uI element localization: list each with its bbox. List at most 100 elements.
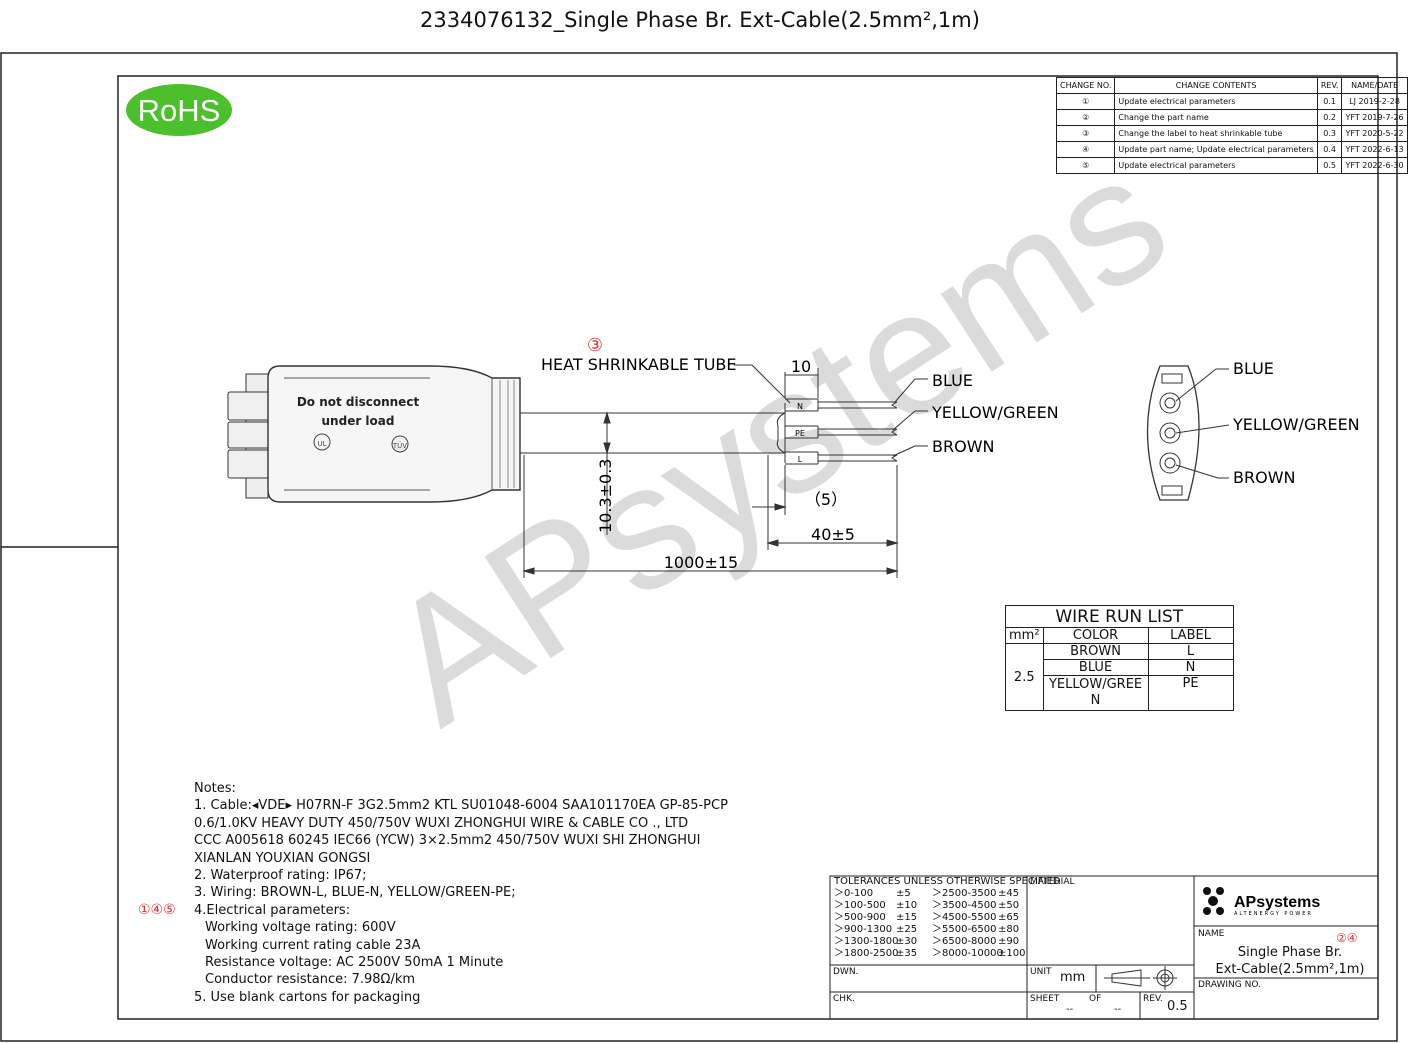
change-table-header: CHANGE NO. CHANGE CONTENTS REV. NAME/DAT… bbox=[1055, 77, 1408, 94]
tolerance-cell: ＞500-900 bbox=[834, 912, 886, 923]
header-change-contents: CHANGE CONTENTS bbox=[1114, 77, 1318, 94]
tolerance-cell: ±25 bbox=[896, 924, 918, 935]
sheet-value: -- bbox=[1066, 1004, 1074, 1015]
wire-run-list: WIRE RUN LIST mm² COLOR LABEL 2.5 BROWN … bbox=[1005, 605, 1234, 711]
change-rev: 0.2 bbox=[1316, 109, 1343, 126]
tolerance-cell: ＞6500-8000 bbox=[932, 936, 997, 947]
tolerances: TOLERANCES UNLESS OTHERWISE SPECIFIED ＞0… bbox=[834, 876, 1061, 960]
pin-label-brown: BROWN bbox=[1233, 468, 1295, 487]
wire-label: N bbox=[1147, 659, 1234, 676]
tolerance-cell: ±5 bbox=[896, 888, 911, 899]
tolerance-cell: ＞100-500 bbox=[834, 900, 886, 911]
svg-text:TÜV: TÜV bbox=[392, 441, 407, 450]
change-content: Change the part name bbox=[1114, 109, 1318, 126]
change-marker-3: ③ bbox=[587, 335, 603, 356]
table-row: ① Update electrical parameters 0.1 LJ 20… bbox=[1055, 93, 1408, 110]
notes-line: Working current rating cable 23A bbox=[205, 937, 421, 953]
tolerance-cell: ＞3500-4500 bbox=[932, 900, 997, 911]
wire-label: PE bbox=[1147, 675, 1234, 711]
rev-label: REV. bbox=[1143, 994, 1163, 1004]
of-label: OF bbox=[1089, 994, 1102, 1004]
header-mm2: mm² bbox=[1005, 627, 1044, 644]
notes-line: 5. Use blank cartons for packaging bbox=[194, 989, 421, 1005]
change-no: ④ bbox=[1055, 141, 1116, 158]
notes-heading: Notes: bbox=[194, 781, 236, 796]
connector-front-view bbox=[1146, 365, 1230, 501]
notes-line: 4.Electrical parameters: bbox=[194, 902, 351, 918]
table-row: ⑤ Update electrical parameters 0.5 YFT 2… bbox=[1055, 157, 1408, 174]
apsystems-logo bbox=[1203, 887, 1224, 915]
chk-label: CHK. bbox=[833, 994, 855, 1004]
change-content: Update electrical parameters bbox=[1114, 157, 1318, 174]
change-no: ⑤ bbox=[1055, 157, 1116, 174]
notes-line: Conductor resistance: 7.98Ω/km bbox=[205, 972, 416, 988]
projection-symbol bbox=[1104, 966, 1177, 990]
tolerance-row: ＞500-900 ±15 ＞4500-5500±65 bbox=[834, 912, 1061, 924]
header-color: COLOR bbox=[1042, 627, 1149, 644]
company-sub: ALTENERGY POWER bbox=[1234, 911, 1313, 917]
change-date: YFT 2022-6-30 bbox=[1341, 157, 1408, 174]
rohs-logo-text: RoHS bbox=[138, 93, 221, 128]
company-name: APsystems bbox=[1234, 894, 1320, 911]
tolerance-cell: ＞8000-10000 bbox=[932, 948, 1003, 959]
dim-5: （5） bbox=[805, 490, 847, 509]
tolerance-cell: ±65 bbox=[998, 912, 1020, 923]
change-rev: 0.4 bbox=[1316, 141, 1343, 158]
wire-label-brown: BROWN bbox=[932, 437, 994, 456]
sheet-label: SHEET bbox=[1030, 994, 1060, 1004]
title-block-frame bbox=[829, 875, 1379, 1020]
wire-label-blue: BLUE bbox=[932, 371, 973, 390]
notes-line: 3. Wiring: BROWN-L, BLUE-N, YELLOW/GREEN… bbox=[194, 885, 516, 901]
tolerance-cell: ＞2500-3500 bbox=[932, 888, 997, 899]
tolerance-cell: ＞5500-6500 bbox=[932, 924, 997, 935]
notes-line: CCC A005618 60245 IEC66 (YCW) 3×2.5mm2 4… bbox=[194, 833, 701, 849]
change-date: YFT 2019-7-26 bbox=[1341, 109, 1408, 126]
pin-label-yellow-green: YELLOW/GREEN bbox=[1232, 415, 1360, 434]
page-title: 2334076132_Single Phase Br. Ext-Cable(2.… bbox=[420, 8, 980, 32]
header-change-no: CHANGE NO. bbox=[1055, 77, 1116, 94]
svg-text:UL: UL bbox=[317, 440, 326, 448]
of-value: -- bbox=[1114, 1004, 1122, 1015]
tolerance-cell: ＞4500-5500 bbox=[932, 912, 997, 923]
name-marker: ②④ bbox=[1336, 931, 1358, 945]
change-content: Update part name; Update electrical para… bbox=[1114, 141, 1318, 158]
wire-color: BLUE bbox=[1042, 659, 1149, 676]
wire-color: BROWN bbox=[1042, 643, 1149, 660]
header-rev: REV. bbox=[1316, 77, 1343, 94]
tolerance-cell: ＞0-100 bbox=[834, 888, 874, 899]
change-content: Update electrical parameters bbox=[1114, 93, 1318, 110]
tolerance-cell: ±30 bbox=[896, 936, 918, 947]
tolerance-cell: ±35 bbox=[896, 948, 918, 959]
dimension-lines bbox=[522, 368, 899, 578]
dim-40: 40±5 bbox=[811, 525, 855, 544]
tag-n: N bbox=[797, 402, 803, 411]
notes-line: Resistance voltage: AC 2500V 50mA 1 Minu… bbox=[205, 955, 504, 971]
tolerance-cell: ±50 bbox=[998, 900, 1020, 911]
notes: Notes: 1. Cable:◂VDE▸ H07RN-F 3G2.5mm2 K… bbox=[194, 780, 728, 1006]
tolerance-cell: ±15 bbox=[896, 912, 918, 923]
change-content: Change the label to heat shrinkable tube bbox=[1114, 125, 1318, 142]
notes-line: 0.6/1.0KV HEAVY DUTY 450/750V WUXI ZHONG… bbox=[194, 815, 689, 831]
connector-label-2: under load bbox=[322, 414, 395, 428]
notes-line: XIANLAN YOUXIAN GONGSI bbox=[194, 850, 371, 866]
tolerance-cell: ±45 bbox=[998, 888, 1020, 899]
tolerance-cell: ±10 bbox=[896, 900, 918, 911]
dim-10: 10 bbox=[791, 357, 811, 376]
rohs-logo bbox=[126, 84, 232, 136]
tag-pe: PE bbox=[795, 429, 805, 438]
rev-value: 0.5 bbox=[1167, 999, 1188, 1014]
unit-value: mm bbox=[1060, 970, 1086, 985]
dwn-label: DWN. bbox=[833, 967, 859, 977]
table-row: ② Change the part name 0.2 YFT 2019-7-26 bbox=[1055, 109, 1408, 126]
tolerance-cell: ±100 bbox=[998, 948, 1026, 959]
change-no: ③ bbox=[1055, 125, 1116, 142]
wire-label-yellow-green: YELLOW/GREEN bbox=[931, 403, 1059, 422]
change-date: LJ 2019-2-28 bbox=[1341, 93, 1408, 110]
change-no: ① bbox=[1055, 93, 1116, 110]
change-no: ② bbox=[1055, 109, 1116, 126]
tolerance-cell: ±90 bbox=[998, 936, 1020, 947]
wire-run-list-title: WIRE RUN LIST bbox=[1005, 605, 1234, 628]
wire-color: YELLOW/GREE N bbox=[1042, 675, 1149, 711]
unit-label: UNIT bbox=[1030, 967, 1052, 977]
